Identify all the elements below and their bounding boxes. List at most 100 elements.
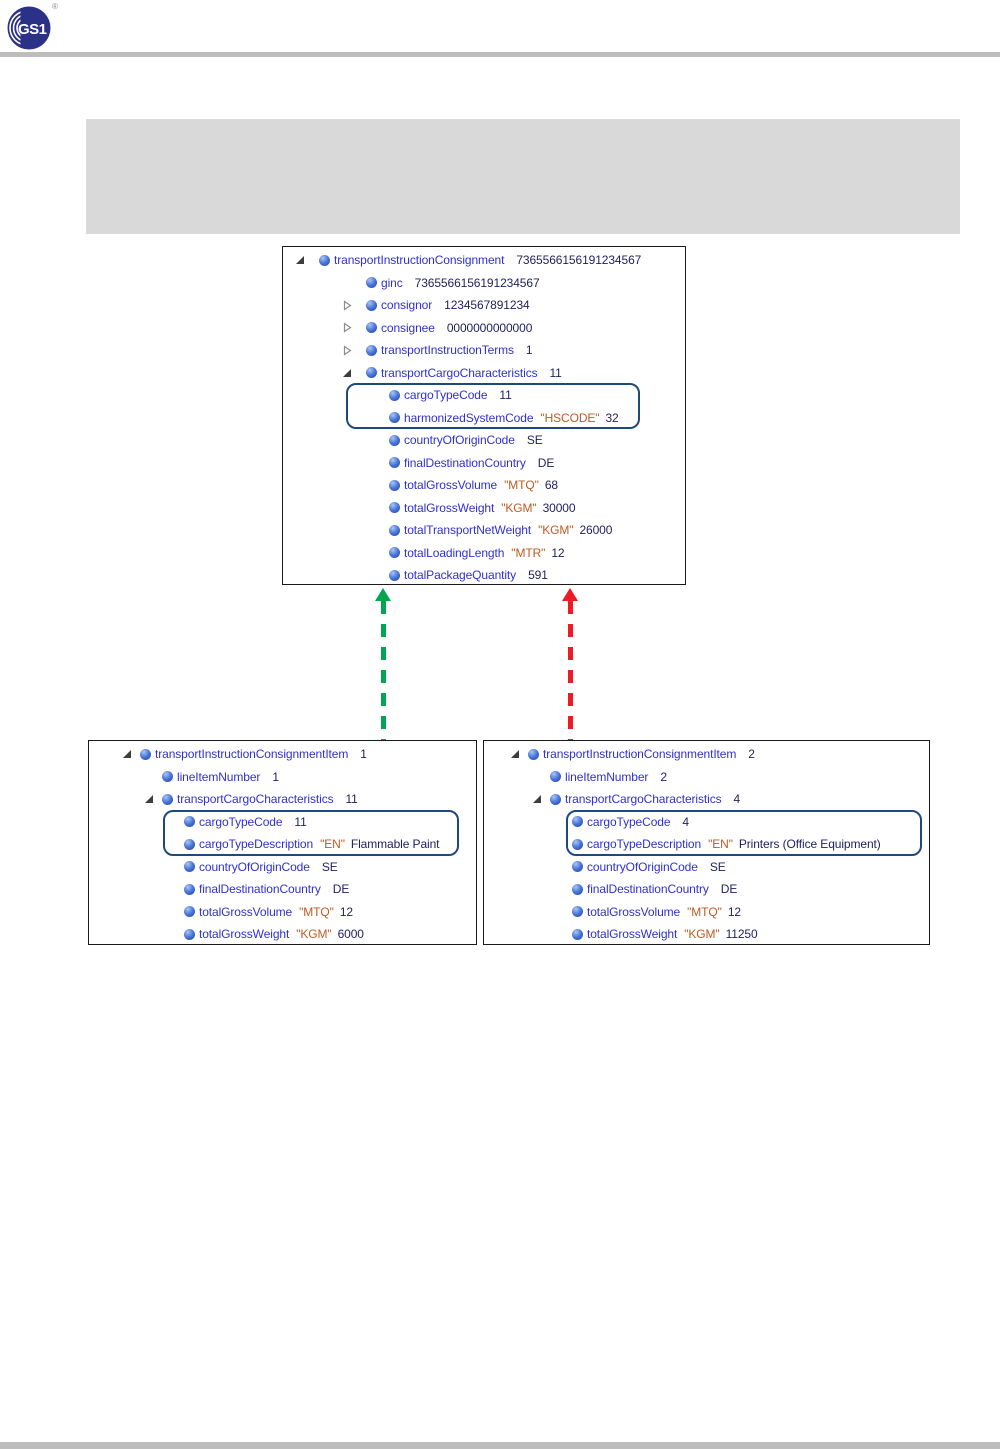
element-bullet-icon — [184, 861, 195, 873]
expander-expanded-icon — [511, 750, 528, 759]
element-value: 11250 — [725, 927, 758, 942]
element-value: SE — [709, 859, 726, 874]
element-value: 12 — [727, 904, 741, 919]
element-name: totalGrossVolume — [587, 904, 681, 919]
element-value: Flammable Paint — [350, 837, 440, 852]
element-bullet-icon — [572, 838, 583, 850]
dashed-line — [567, 601, 573, 740]
element-value: 4 — [682, 814, 689, 829]
tree-row: totalGrossVolume "MTQ" 68 — [283, 474, 685, 497]
expander-collapsed-icon — [343, 345, 366, 356]
element-value: 7365566156191234567 — [516, 253, 642, 268]
tree-row: cargoTypeCode 4 — [484, 811, 929, 834]
attribute-value: "KGM" — [501, 500, 537, 515]
element-name: totalGrossWeight — [587, 927, 678, 942]
element-value: 2 — [660, 769, 667, 784]
arrowhead-up-icon — [375, 588, 391, 601]
element-name: lineItemNumber — [177, 769, 261, 784]
element-bullet-icon — [366, 299, 377, 311]
element-name: transportInstructionConsignmentItem — [543, 747, 737, 762]
element-name: cargoTypeCode — [587, 814, 671, 829]
element-value: 4 — [733, 792, 741, 807]
element-name: totalGrossVolume — [404, 478, 498, 493]
element-value: 32 — [605, 410, 619, 425]
element-value: 11 — [549, 365, 562, 380]
expander-expanded-icon — [145, 795, 162, 804]
element-name: cargoTypeDescription — [199, 837, 314, 852]
element-value: 68 — [544, 478, 558, 493]
footer-divider — [0, 1442, 1000, 1449]
tree-row: totalGrossWeight"KGM"6000 — [89, 923, 476, 946]
expander-collapsed-icon — [343, 300, 352, 311]
element-name: totalTransportNetWeight — [404, 523, 532, 538]
element-bullet-icon — [162, 793, 173, 805]
element-name: transportCargoCharacteristics — [565, 792, 722, 807]
element-bullet-icon — [389, 479, 400, 491]
element-value: 11 — [499, 388, 512, 403]
tree-row: transportCargoCharacteristics 4 — [484, 788, 929, 811]
element-value: 26000 — [579, 523, 613, 538]
header-divider — [0, 52, 1000, 57]
element-bullet-icon — [389, 524, 400, 536]
tree-row: totalGrossWeight"KGM"30000 — [283, 497, 685, 520]
tree-row: transportCargoCharacteristics 11 — [89, 788, 476, 811]
element-name: transportCargoCharacteristics — [381, 365, 538, 380]
attribute-value: "MTQ" — [687, 904, 722, 919]
element-bullet-icon — [366, 277, 377, 289]
attribute-value: "EN" — [708, 837, 733, 852]
expander-collapsed-icon — [343, 322, 366, 333]
element-value: 1 — [525, 343, 533, 358]
arrow-item1-to-consignment — [375, 588, 391, 740]
element-bullet-icon — [572, 883, 583, 895]
element-name: totalPackageQuantity — [404, 568, 517, 583]
element-name: countryOfOriginCode — [199, 859, 310, 874]
element-value: DE — [537, 455, 555, 470]
element-value: 1 — [272, 769, 279, 784]
element-value: 1234567891234 — [444, 298, 530, 313]
element-name: countryOfOriginCode — [587, 859, 698, 874]
element-value: Printers (Office Equipment) — [738, 837, 881, 852]
attribute-value: "MTQ" — [504, 478, 539, 493]
element-bullet-icon — [389, 434, 400, 446]
tree-row: totalGrossWeight"KGM"11250 — [484, 923, 929, 946]
element-name: transportCargoCharacteristics — [177, 792, 334, 807]
element-bullet-icon — [366, 344, 377, 356]
arrowhead-up-icon — [562, 588, 578, 601]
tree-row: transportCargoCharacteristics 11 — [283, 362, 685, 385]
expander-collapsed-icon — [343, 345, 352, 356]
element-value: DE — [720, 882, 738, 897]
attribute-value: "MTQ" — [299, 904, 334, 919]
element-name: ginc — [381, 275, 403, 290]
registered-trademark-symbol: ® — [52, 2, 58, 11]
svg-text:GS1: GS1 — [18, 21, 47, 38]
tree-row: lineItemNumber 2 — [484, 766, 929, 789]
tree-row: countryOfOriginCode SE — [89, 856, 476, 879]
element-value: 11 — [345, 792, 358, 807]
element-value: SE — [526, 433, 543, 448]
dashed-line — [380, 601, 386, 740]
element-value: SE — [321, 859, 338, 874]
element-bullet-icon — [572, 906, 583, 918]
attribute-value: "KGM" — [538, 523, 574, 538]
tree-row: finalDestinationCountry DE — [484, 878, 929, 901]
tree-row: countryOfOriginCode SE — [484, 856, 929, 879]
gs1-logo-icon: GS1 — [7, 6, 51, 50]
element-name: finalDestinationCountry — [587, 882, 709, 897]
expander-expanded-icon — [533, 795, 550, 804]
element-name: lineItemNumber — [565, 769, 649, 784]
element-name: consignee — [381, 320, 435, 335]
element-name: totalGrossWeight — [404, 500, 495, 515]
attribute-value: "MTR" — [511, 545, 546, 560]
element-name: transportInstructionConsignmentItem — [155, 747, 349, 762]
